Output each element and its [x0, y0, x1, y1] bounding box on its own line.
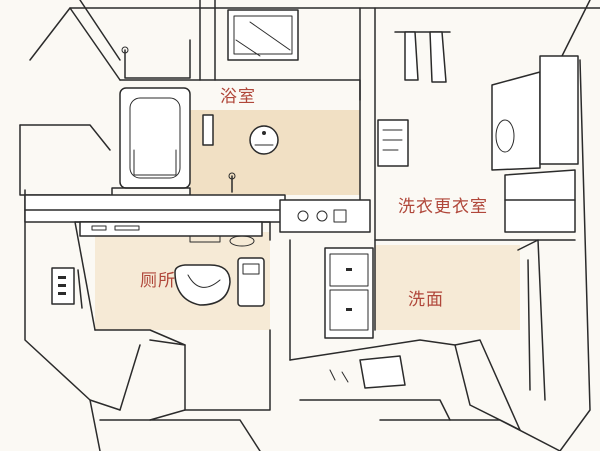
wall-poster [377, 119, 409, 167]
dryer-cabinet [539, 55, 579, 165]
washroom-label: 洗面 [408, 290, 444, 310]
toilet-label: 厕所 [140, 271, 176, 291]
laundry-area [374, 7, 579, 241]
hanging-towel [429, 31, 447, 83]
bathroom-window [227, 9, 299, 61]
bathroom-floor [190, 110, 360, 195]
front-right-floor [289, 339, 561, 451]
outer-walls [19, 0, 600, 451]
vanity-cabinet [324, 247, 374, 339]
front-left-floor [89, 329, 271, 451]
storage-shelf [504, 169, 576, 233]
floor-drain [249, 125, 279, 155]
bathroom-area [111, 0, 361, 201]
toilet-tank [237, 257, 265, 307]
washing-machine [491, 71, 541, 171]
laundry-dressing-label: 洗衣更衣室 [398, 197, 488, 217]
bathroom-label: 浴室 [220, 87, 256, 107]
washroom-area [289, 239, 546, 401]
hanging-towel [404, 31, 419, 81]
toilet-area [51, 221, 271, 331]
toilet-bowl [174, 264, 231, 306]
washroom-floor [375, 245, 520, 330]
divider-wall [24, 194, 371, 233]
bath-mat [359, 355, 406, 389]
